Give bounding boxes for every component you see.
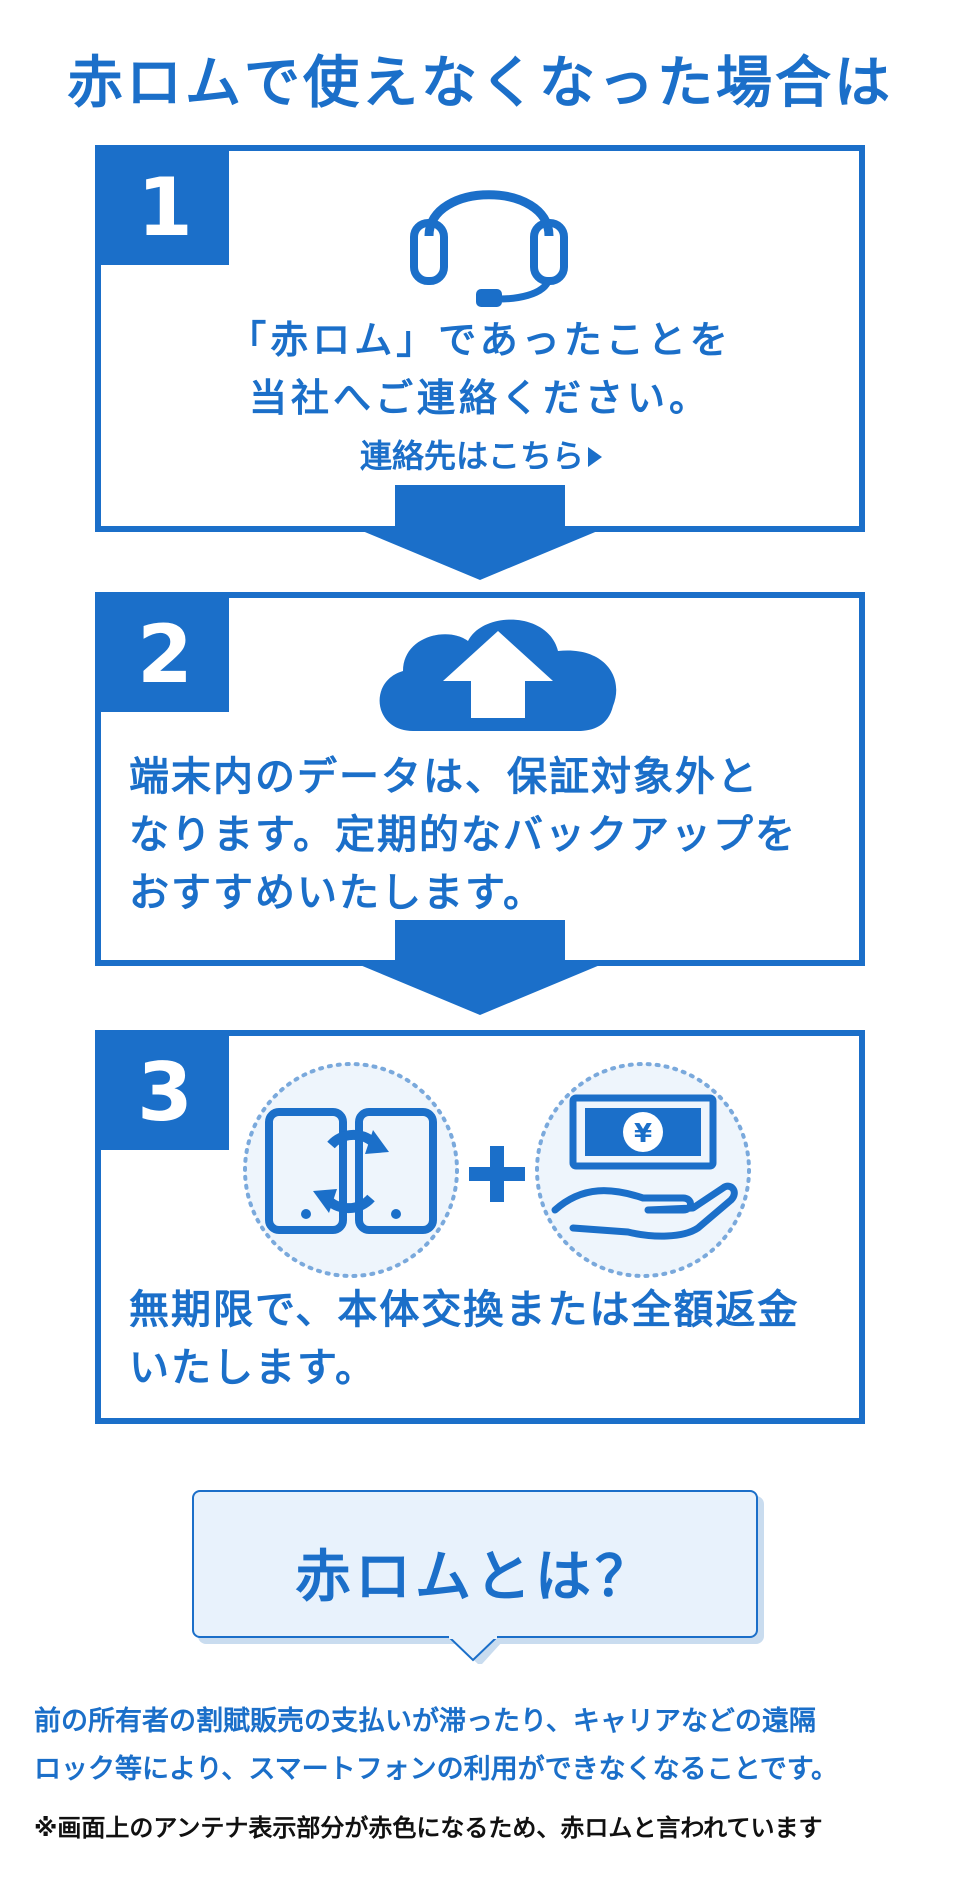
page-title: 赤ロムで使えなくなった場合は [67, 51, 893, 116]
cloud-upload-icon [379, 619, 617, 731]
about-bubble: 赤ロムとは？ [192, 1490, 758, 1638]
down-arrow [360, 485, 600, 580]
step-3-text: 無期限で、本体交換または全額返金 いたします。 [129, 1287, 800, 1391]
step-number: 3 [101, 1036, 229, 1150]
step-2-text: 端末内のデータは、保証対象外と なります。定期的なバックアップを おすすめいたし… [129, 754, 797, 916]
step-3: 3 ¥ 無期限で、本体交換または全額返金 いたします。 [95, 1030, 865, 1424]
step-2: 2 端末内のデータは、保証対象外と なります。定期的なバックアップを おすすめい… [95, 592, 865, 966]
plus-icon [469, 1146, 525, 1202]
down-arrow [360, 920, 600, 1015]
about-note: ※画面上のアンテナ表示部分が赤色になるため、赤ロムと言われています [34, 1814, 823, 1842]
bubble-pointer [448, 1636, 502, 1664]
phone-exchange-icon [243, 1062, 459, 1278]
about-description: 前の所有者の割賦販売の支払いが滞ったり、キャリアなどの遠隔 ロック等により、スマ… [34, 1706, 839, 1785]
step-1: 1 「赤ロム」であったことを 当社へご連絡ください。 連絡先はこちら [95, 145, 865, 532]
contact-link[interactable]: 連絡先はこちら [101, 431, 861, 477]
about-title: 赤ロムとは？ [295, 1545, 655, 1610]
triangle-right-icon [588, 447, 602, 467]
step-1-text: 「赤ロム」であったことを 当社へご連絡ください。 [228, 318, 732, 420]
yen-symbol: ¥ [634, 1119, 652, 1149]
cash-refund-icon: ¥ [535, 1062, 751, 1278]
headset-icon [410, 190, 568, 307]
step-number: 1 [101, 151, 229, 265]
step-number: 2 [101, 598, 229, 712]
